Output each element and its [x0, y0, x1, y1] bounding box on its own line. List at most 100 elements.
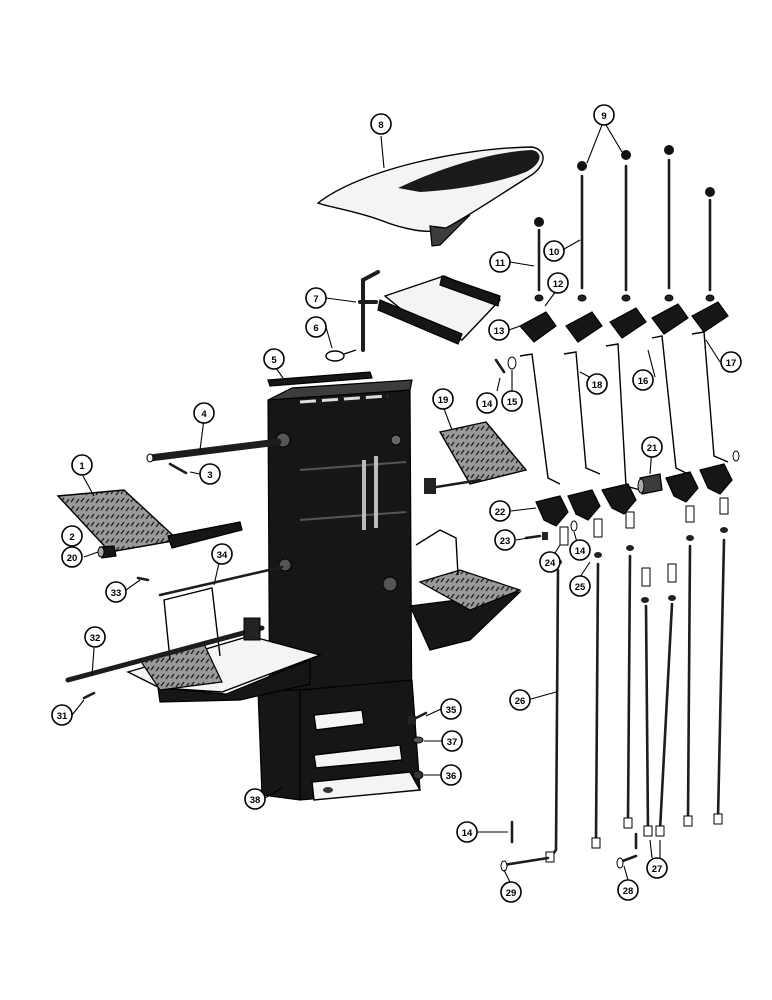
bushing-part [97, 545, 117, 559]
clevis-pin-part [616, 854, 638, 869]
callout-21: 21 [641, 436, 663, 458]
svg-text:19: 19 [438, 395, 449, 406]
callout-13: 13 [488, 319, 510, 341]
svg-text:14: 14 [575, 546, 586, 557]
svg-text:28: 28 [623, 886, 634, 897]
bolt-part [408, 711, 428, 724]
callout-37: 37 [441, 730, 463, 752]
connecting-rods-part [519, 331, 729, 491]
svg-text:8: 8 [378, 120, 383, 131]
svg-text:33: 33 [111, 588, 122, 599]
svg-text:29: 29 [506, 888, 517, 899]
callout-35: 35 [440, 698, 462, 720]
svg-text:5: 5 [271, 355, 277, 366]
callout-31: 31 [51, 704, 73, 726]
svg-text:20: 20 [67, 553, 78, 564]
plate-part [267, 371, 373, 387]
svg-text:16: 16 [638, 376, 649, 387]
svg-text:36: 36 [446, 771, 457, 782]
svg-text:24: 24 [545, 558, 556, 569]
svg-text:2: 2 [69, 532, 74, 543]
svg-text:21: 21 [647, 443, 658, 454]
svg-text:14: 14 [482, 399, 493, 410]
svg-text:37: 37 [447, 737, 458, 748]
svg-text:31: 31 [57, 711, 68, 722]
svg-text:7: 7 [313, 294, 318, 305]
seat-support-part [358, 270, 502, 352]
callout-38: 38 [244, 788, 266, 810]
callout-27: 27 [646, 857, 668, 879]
callout-2: 2 [61, 525, 83, 547]
svg-text:32: 32 [90, 633, 101, 644]
right-platform-part [409, 529, 522, 651]
callout-18: 18 [586, 373, 608, 395]
coupling-part [637, 473, 663, 495]
callout-1: 1 [71, 454, 93, 476]
washer-part [412, 736, 424, 744]
nut-part [412, 770, 424, 780]
svg-text:11: 11 [495, 258, 506, 269]
callout-11: 11 [489, 251, 511, 273]
pin-part [82, 691, 96, 700]
svg-text:15: 15 [507, 397, 518, 408]
clevis-pin-part [500, 856, 550, 872]
svg-text:14: 14 [462, 828, 473, 839]
pin-part [168, 462, 188, 475]
rod-part [158, 565, 284, 597]
callout-10: 10 [543, 240, 565, 262]
lever-brackets-part [519, 301, 729, 343]
callout-24: 24 [539, 551, 561, 573]
svg-text:35: 35 [446, 705, 457, 716]
callout-36: 36 [440, 764, 462, 786]
svg-text:12: 12 [553, 279, 564, 290]
callout-7: 7 [305, 287, 327, 309]
svg-text:4: 4 [201, 409, 207, 420]
svg-text:22: 22 [495, 507, 506, 518]
right-footrest-part [424, 421, 528, 494]
svg-text:10: 10 [549, 247, 560, 258]
elbow-fittings-part [535, 450, 740, 527]
control-levers-part [534, 145, 715, 302]
svg-text:13: 13 [494, 326, 505, 337]
callout-14: 14 [476, 392, 498, 414]
ring-pin-part [325, 349, 357, 362]
svg-text:23: 23 [500, 536, 511, 547]
svg-text:17: 17 [726, 358, 737, 369]
pin-part [136, 576, 150, 582]
svg-text:26: 26 [515, 696, 526, 707]
callout-19: 19 [432, 388, 454, 410]
svg-text:9: 9 [601, 111, 606, 122]
callout-15: 15 [501, 390, 523, 412]
callout-9: 9 [593, 104, 615, 126]
callout-32: 32 [84, 626, 106, 648]
callout-25: 25 [569, 575, 591, 597]
callout-14: 14 [569, 539, 591, 561]
svg-text:27: 27 [652, 864, 663, 875]
left-footrest-part [56, 489, 243, 553]
pin-part [494, 358, 506, 374]
svg-text:1: 1 [79, 461, 85, 472]
svg-text:38: 38 [250, 795, 261, 806]
callout-4: 4 [193, 402, 215, 424]
callout-3: 3 [199, 463, 221, 485]
callout-29: 29 [500, 881, 522, 903]
svg-text:3: 3 [207, 470, 212, 481]
clevis-part [524, 497, 729, 603]
callout-8: 8 [370, 113, 392, 135]
callout-34: 34 [211, 543, 233, 565]
svg-text:6: 6 [313, 323, 318, 334]
washer-part [507, 356, 517, 370]
callout-12: 12 [547, 272, 569, 294]
seat-part [316, 146, 544, 247]
callout-6: 6 [305, 316, 327, 338]
shaft-part [146, 438, 282, 463]
left-platform-part [65, 587, 323, 703]
callout-33: 33 [105, 581, 127, 603]
callout-5: 5 [263, 348, 285, 370]
callout-26: 26 [509, 689, 531, 711]
callout-14: 14 [456, 821, 478, 843]
callout-20: 20 [61, 546, 83, 568]
callout-23: 23 [494, 529, 516, 551]
callout-28: 28 [617, 879, 639, 901]
